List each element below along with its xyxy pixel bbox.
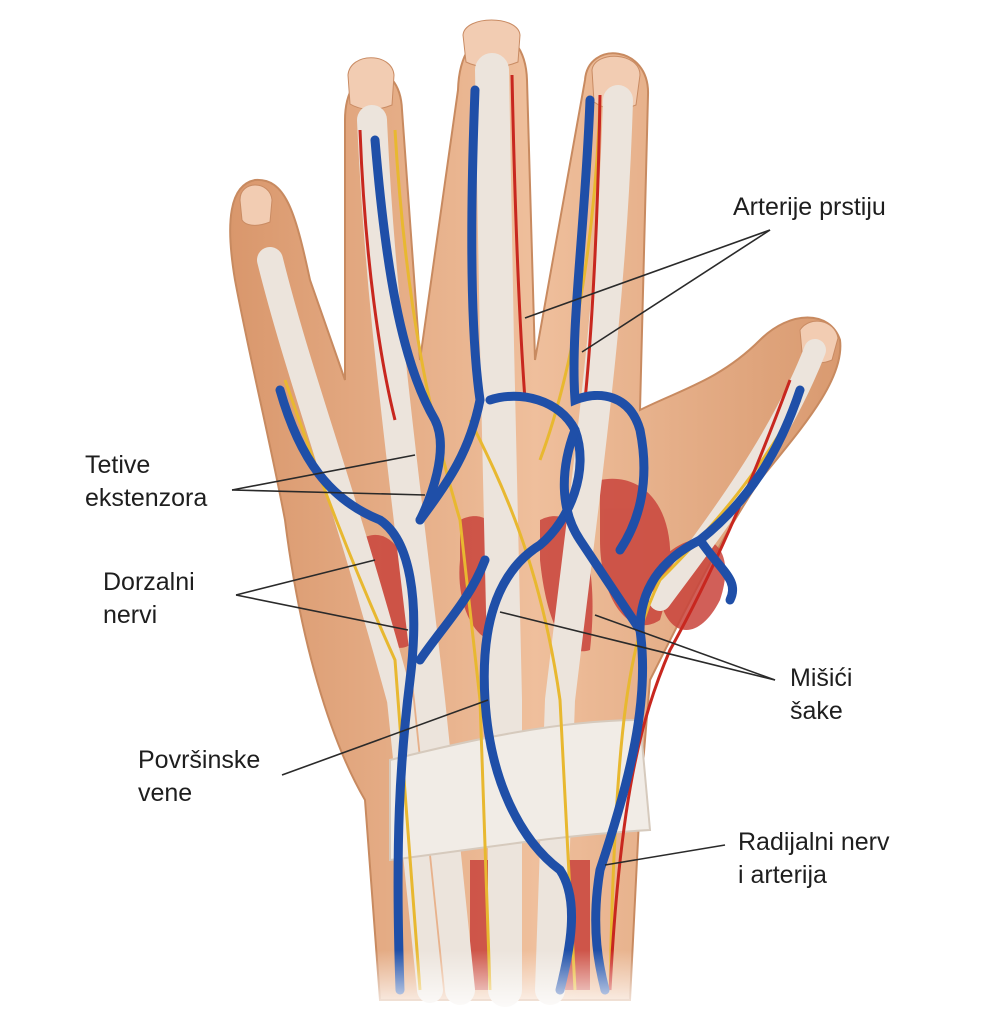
bottom-fade [300, 950, 700, 1019]
nail-index [239, 184, 273, 226]
leader-digital-arteries-1 [524, 229, 771, 319]
label-radial-nerve-artery-line2: i arterija [738, 861, 827, 889]
label-digital-arteries-text: Arterije prstiju [733, 193, 886, 221]
label-superficial-veins: Površinske vene [138, 744, 260, 810]
label-extensor-tendons-line1: Tetive [85, 451, 151, 479]
superficial-veins [275, 85, 805, 995]
label-extensor-tendons-line2: ekstenzora [85, 484, 208, 512]
label-radial-nerve-artery-line1: Radijalni nerv [738, 828, 890, 856]
leader-extensor-tendons-2 [231, 489, 426, 496]
extensor-retinaculum [389, 718, 652, 862]
label-radial-nerve-artery: Radijalni nerv i arterija [738, 826, 889, 892]
label-superficial-veins-line2: vene [138, 779, 193, 807]
arteries [358, 74, 792, 991]
label-hand-muscles-line1: Mišići [790, 664, 853, 692]
leader-dorsal-nerves-2 [235, 594, 409, 631]
leader-dorsal-nerves-1 [235, 559, 376, 596]
leader-hand-muscles-2 [594, 614, 776, 681]
label-digital-arteries: Arterije prstiju [733, 191, 886, 224]
label-dorsal-nerves: Dorzalni nervi [103, 566, 195, 632]
leader-radial-nerve-artery [604, 844, 726, 866]
label-extensor-tendons: Tetive ekstenzora [85, 449, 207, 515]
leader-superficial-veins [281, 699, 489, 776]
label-hand-muscles: Mišići šake [790, 662, 853, 728]
label-dorsal-nerves-line1: Dorzalni [103, 568, 195, 596]
leader-hand-muscles-1 [499, 611, 776, 681]
nail-middle [347, 57, 395, 110]
label-superficial-veins-line1: Površinske [138, 746, 261, 774]
label-hand-muscles-line2: šake [790, 697, 843, 725]
leader-lines [231, 229, 776, 866]
leader-digital-arteries-2 [581, 229, 771, 353]
leader-extensor-tendons-1 [231, 454, 416, 491]
label-dorsal-nerves-line2: nervi [103, 601, 158, 629]
